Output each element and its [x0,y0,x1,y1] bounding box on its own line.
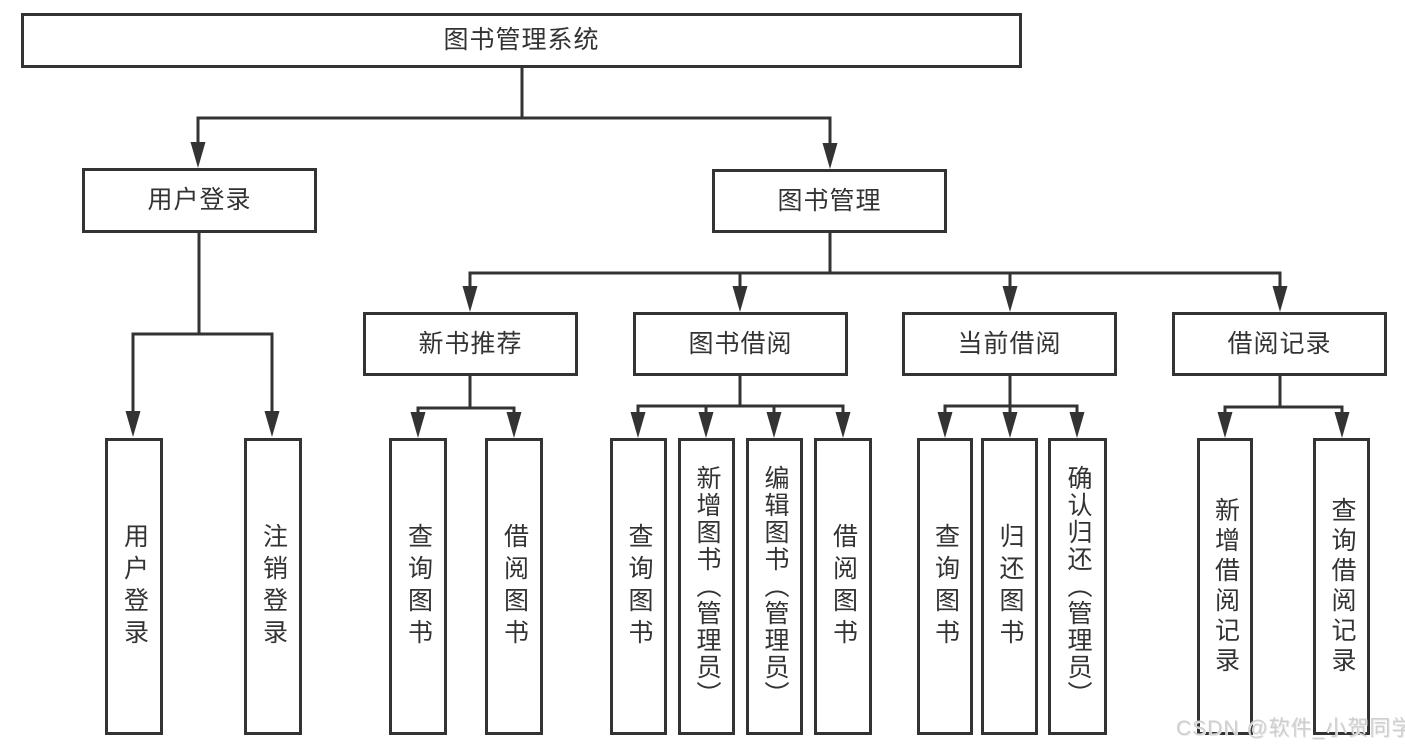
node-user-login-label: 用户登录 [147,186,252,214]
leaf-borrow-book-1: 借阅图书 [485,438,543,735]
node-book-management-label: 图书管理 [777,186,882,215]
connector-user-login-children [131,233,274,414]
connector-root-to-level2 [196,68,832,145]
node-current-borrow: 当前借阅 [902,312,1117,376]
leaf-query-book-2-label: 查询图书 [625,522,653,651]
leaf-logout-label: 注销登录 [259,522,288,651]
leaf-confirm-return-admin: 确认归还（管理员） [1048,438,1107,735]
node-user-login-module: 用户登录 [82,168,317,233]
leaf-confirm-return-admin-label: 确认归还（管理员） [1064,465,1092,708]
node-book-management-module: 图书管理 [712,169,947,233]
node-root-label: 图书管理系统 [443,26,600,54]
node-current-borrow-label: 当前借阅 [957,329,1062,358]
node-book-borrow-label: 图书借阅 [688,329,793,358]
leaf-query-borrow-record: 查询借阅记录 [1313,438,1370,735]
leaf-return-book: 归还图书 [981,438,1038,735]
connector-records-children [1223,376,1344,414]
leaf-query-book-3: 查询图书 [917,438,973,735]
connector-current-borrow-children [943,376,1079,414]
node-borrow-records-label: 借阅记录 [1227,329,1332,358]
leaf-query-book-1-label: 查询图书 [404,522,433,651]
leaf-logout: 注销登录 [244,438,302,735]
node-new-book-recommend-label: 新书推荐 [418,329,523,358]
leaf-query-borrow-record-label: 查询借阅记录 [1328,496,1356,677]
leaf-add-borrow-record-label: 新增借阅记录 [1211,496,1240,677]
leaf-borrow-book-2: 借阅图书 [814,438,872,735]
leaf-edit-book-admin: 编辑图书（管理员） [746,438,803,735]
connector-book-mgmt-children [468,233,1282,290]
arrowheads [125,142,1350,438]
node-new-book-recommend: 新书推荐 [363,312,578,376]
connector-new-book-children [416,376,516,414]
node-root-system: 图书管理系统 [21,13,1022,68]
leaf-add-borrow-record: 新增借阅记录 [1197,438,1253,735]
leaf-borrow-book-2-label: 借阅图书 [829,522,858,651]
leaf-query-book-1: 查询图书 [389,438,447,735]
leaf-edit-book-admin-label: 编辑图书（管理员） [761,465,789,708]
connector-book-borrow-children [636,376,845,414]
leaf-user-login: 用户登录 [105,438,163,735]
leaf-query-book-2: 查询图书 [610,438,667,735]
leaf-add-book-admin: 新增图书（管理员） [678,438,735,735]
leaf-user-login-label: 用户登录 [120,522,149,651]
leaf-add-book-admin-label: 新增图书（管理员） [693,465,721,708]
csdn-watermark: CSDN @软件_小贺同学 [1176,717,1405,740]
leaf-return-book-label: 归还图书 [996,522,1024,651]
leaf-query-book-3-label: 查询图书 [931,522,960,651]
leaf-borrow-book-1-label: 借阅图书 [500,522,529,651]
node-borrow-records: 借阅记录 [1172,312,1387,376]
node-book-borrow: 图书借阅 [633,312,848,376]
